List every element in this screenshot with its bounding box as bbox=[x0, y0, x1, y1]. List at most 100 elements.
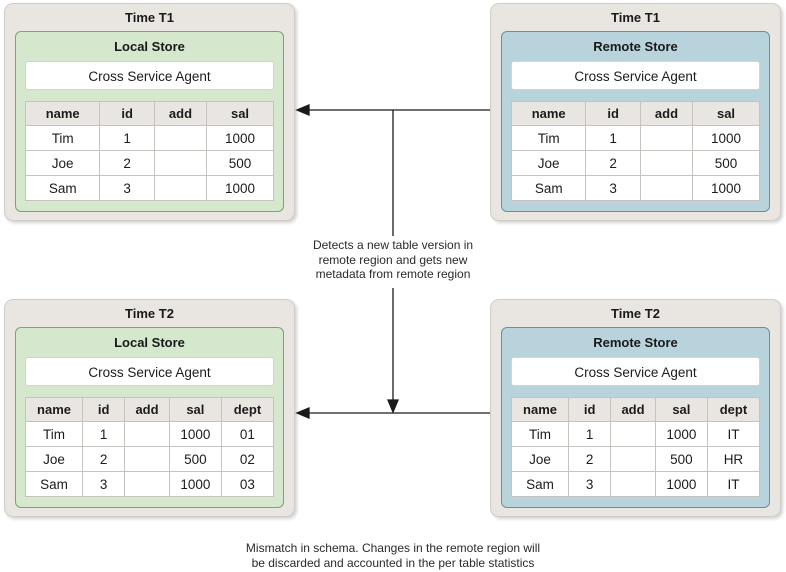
arrowhead-down bbox=[387, 399, 399, 414]
cell bbox=[639, 175, 694, 201]
time-label: Time T1 bbox=[125, 10, 174, 25]
data-table: name id add sal dept Tim 1 1000 IT J bbox=[510, 397, 761, 497]
col-header: id bbox=[99, 101, 155, 126]
cell: Joe bbox=[24, 150, 101, 176]
cell: 1000 bbox=[206, 175, 274, 201]
cell: 1000 bbox=[206, 125, 274, 151]
cross-service-agent-box: Cross Service Agent bbox=[511, 61, 760, 90]
cell: Tim bbox=[510, 421, 570, 447]
cell: Sam bbox=[510, 175, 587, 201]
cell: Joe bbox=[510, 150, 587, 176]
cell bbox=[124, 446, 170, 472]
cell: Joe bbox=[24, 446, 84, 472]
remote-store-box: Remote Store Cross Service Agent name id… bbox=[501, 327, 770, 508]
col-header: name bbox=[24, 101, 101, 126]
time-label: Time T1 bbox=[611, 10, 660, 25]
col-header: sal bbox=[206, 101, 274, 126]
cell bbox=[124, 421, 170, 447]
panel-local-t2: Time T2 Local Store Cross Service Agent … bbox=[4, 299, 295, 517]
table-row: Tim 1 1000 bbox=[24, 125, 274, 151]
time-label: Time T2 bbox=[125, 306, 174, 321]
table-row: Tim 1 1000 IT bbox=[510, 421, 761, 447]
cell: HR bbox=[706, 446, 761, 472]
col-header: add bbox=[124, 397, 170, 422]
cell: 1000 bbox=[654, 421, 708, 447]
table-header-row: name id add sal bbox=[510, 101, 760, 126]
col-header: id bbox=[82, 397, 126, 422]
cell bbox=[610, 446, 656, 472]
cell: 02 bbox=[220, 446, 275, 472]
cell: Sam bbox=[24, 175, 101, 201]
cell: 1 bbox=[585, 125, 641, 151]
arrowhead-left-t1 bbox=[295, 104, 310, 116]
col-header: sal bbox=[692, 101, 760, 126]
local-store-box: Local Store Cross Service Agent name id … bbox=[15, 327, 284, 508]
col-header: name bbox=[24, 397, 84, 422]
cross-service-agent-box: Cross Service Agent bbox=[25, 357, 274, 386]
cross-service-agent-box: Cross Service Agent bbox=[25, 61, 274, 90]
cell: 2 bbox=[568, 446, 612, 472]
cell: Tim bbox=[510, 125, 587, 151]
cell: 2 bbox=[585, 150, 641, 176]
col-header: add bbox=[153, 101, 208, 126]
cell: 2 bbox=[82, 446, 126, 472]
table-header-row: name id add sal dept bbox=[24, 397, 275, 422]
middle-note-line: metadata from remote region bbox=[315, 267, 471, 281]
cell bbox=[153, 125, 208, 151]
cell: 1000 bbox=[654, 471, 708, 497]
cell bbox=[610, 471, 656, 497]
panel-local-t1: Time T1 Local Store Cross Service Agent … bbox=[4, 3, 295, 221]
table-row: Sam 3 1000 03 bbox=[24, 471, 275, 497]
middle-note: Detects a new table version in remote re… bbox=[283, 238, 503, 282]
middle-note-line: remote region and gets new bbox=[318, 252, 468, 267]
col-header: id bbox=[585, 101, 641, 126]
cell: 1000 bbox=[692, 125, 760, 151]
cell: 500 bbox=[692, 150, 760, 176]
data-table: name id add sal Tim 1 1000 Joe 2 bbox=[510, 101, 760, 201]
middle-note-line: Detects a new table version in bbox=[312, 238, 474, 252]
local-store-box: Local Store Cross Service Agent name id … bbox=[15, 31, 284, 212]
table-row: Sam 3 1000 bbox=[24, 175, 274, 201]
cell: 3 bbox=[585, 175, 641, 201]
cell bbox=[610, 421, 656, 447]
table-row: Joe 2 500 bbox=[510, 150, 760, 176]
panel-remote-t2: Time T2 Remote Store Cross Service Agent… bbox=[490, 299, 781, 517]
col-header: add bbox=[610, 397, 656, 422]
cell: 500 bbox=[654, 446, 708, 472]
col-header: id bbox=[568, 397, 612, 422]
store-label: Local Store bbox=[114, 39, 185, 54]
table-row: Joe 2 500 HR bbox=[510, 446, 761, 472]
table-row: Tim 1 1000 bbox=[510, 125, 760, 151]
col-header: sal bbox=[654, 397, 708, 422]
cell: IT bbox=[706, 421, 761, 447]
col-header: name bbox=[510, 101, 587, 126]
table-row: Joe 2 500 02 bbox=[24, 446, 275, 472]
cell: 01 bbox=[220, 421, 275, 447]
bottom-caption-line: be discarded and accounted in the per ta… bbox=[251, 555, 535, 570]
cell: Sam bbox=[24, 471, 84, 497]
table-row: Sam 3 1000 IT bbox=[510, 471, 761, 497]
cell bbox=[639, 150, 694, 176]
store-label: Remote Store bbox=[593, 335, 678, 350]
cross-service-agent-box: Cross Service Agent bbox=[511, 357, 760, 386]
cell: 500 bbox=[168, 446, 222, 472]
col-header: sal bbox=[168, 397, 222, 422]
cell bbox=[124, 471, 170, 497]
remote-store-box: Remote Store Cross Service Agent name id… bbox=[501, 31, 770, 212]
bottom-caption-line: Mismatch in schema. Changes in the remot… bbox=[245, 541, 541, 555]
col-header: add bbox=[639, 101, 694, 126]
cell: 1 bbox=[568, 421, 612, 447]
col-header: dept bbox=[220, 397, 275, 422]
col-header: name bbox=[510, 397, 570, 422]
table-row: Tim 1 1000 01 bbox=[24, 421, 275, 447]
store-label: Remote Store bbox=[593, 39, 678, 54]
cell: Joe bbox=[510, 446, 570, 472]
cell: Tim bbox=[24, 421, 84, 447]
cell: 1000 bbox=[168, 421, 222, 447]
col-header: dept bbox=[706, 397, 761, 422]
cell: 3 bbox=[99, 175, 155, 201]
table-header-row: name id add sal bbox=[24, 101, 274, 126]
cell: 3 bbox=[82, 471, 126, 497]
cell: 1000 bbox=[692, 175, 760, 201]
cell: 03 bbox=[220, 471, 275, 497]
